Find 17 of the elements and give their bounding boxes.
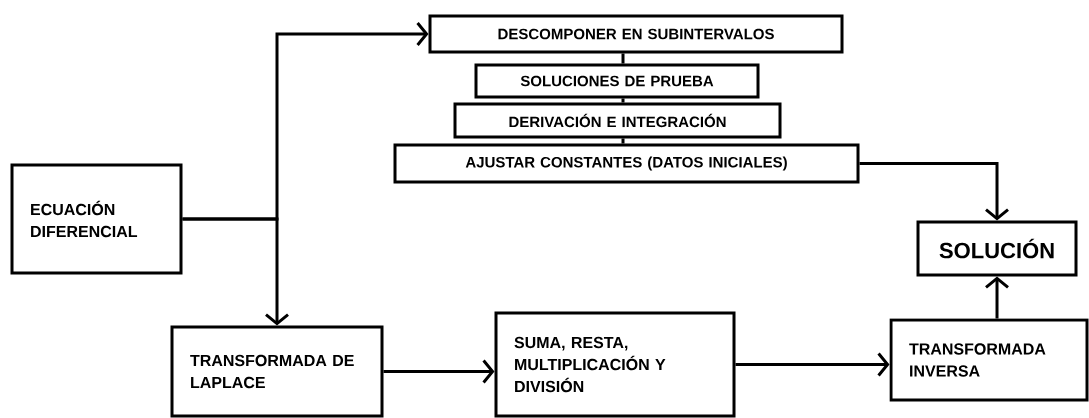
process-box: ECUACIÓN DIFERENCIAL [10, 163, 183, 275]
connector-line [621, 98, 625, 103]
process-box: SOLUCIONES DE PRUEBA [474, 63, 760, 99]
arrow [182, 217, 289, 326]
process-box: SUMA, RESTA, MULTIPLICACIÓN Y DIVISIÓN [494, 311, 736, 418]
arrow [735, 352, 890, 377]
process-box: TRANSFORMADA DE LAPLACE [170, 325, 384, 418]
arrow [985, 276, 1009, 319]
process-box: DERIVACIÓN E INTEGRACIÓN [453, 102, 782, 139]
process-box: AJUSTAR CONSTANTES (DATOS INICIALES) [393, 143, 860, 184]
process-box: TRANSFORMADA INVERSA [889, 318, 1089, 402]
process-box: SOLUCIÓN [916, 220, 1078, 277]
arrow [859, 162, 1009, 221]
process-box: DESCOMPONER EN SUBINTERVALOS [428, 14, 844, 54]
connector-line [621, 138, 625, 144]
connector-line [621, 53, 625, 64]
arrow [383, 359, 495, 384]
